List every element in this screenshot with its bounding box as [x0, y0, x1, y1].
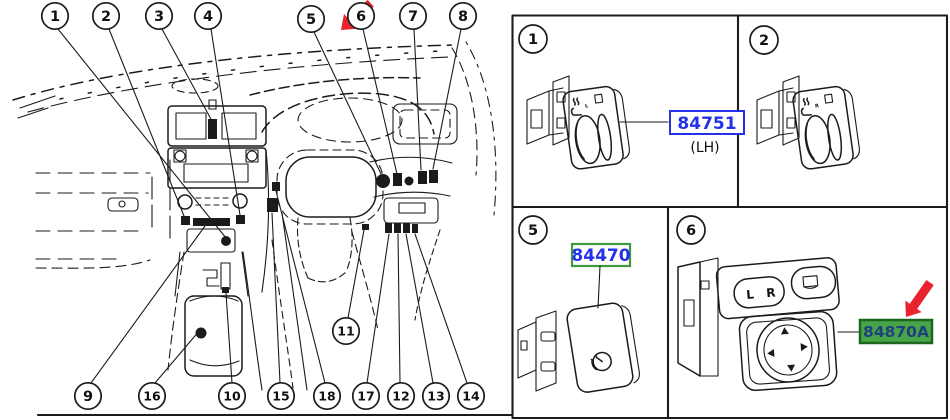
part-link-84870A[interactable]: 84870A: [858, 318, 934, 345]
red-arrow-panel6: [905, 280, 934, 317]
svg-text:17: 17: [357, 389, 374, 404]
callout-17: 17: [351, 381, 381, 411]
switch-blank-18: [272, 182, 280, 191]
cruise-icon: [590, 351, 612, 372]
svg-text:18: 18: [318, 389, 335, 404]
callout-12: 12: [386, 381, 416, 411]
callout-7: 7: [398, 1, 428, 31]
svg-text:6: 6: [356, 9, 366, 25]
svg-text:84870A: 84870A: [863, 323, 929, 341]
svg-text:7: 7: [408, 9, 418, 25]
callouts: 1 2 3 4 5 6 7 8 9 16 10 15 18 11 17 12 1…: [40, 1, 486, 411]
switch-blank-14: [412, 224, 418, 233]
panel-1: 1 L 84751 (LH): [518, 24, 745, 170]
slot-strip-9: [193, 218, 230, 226]
switch-blank-15: [267, 198, 278, 212]
switch-blank-2: [181, 216, 190, 225]
svg-text:11: 11: [337, 324, 354, 339]
callout-1: 1: [40, 1, 70, 31]
switch-blank-4: [236, 215, 245, 224]
switch-blank-11: [362, 224, 369, 230]
panel-6: 6 L R: [676, 215, 934, 392]
switch-blank-7: [418, 171, 427, 184]
svg-text:R: R: [766, 285, 776, 300]
svg-text:1: 1: [50, 9, 60, 25]
dashboard-line-art: [12, 41, 497, 391]
svg-text:13: 13: [427, 389, 444, 404]
callout-13: 13: [421, 381, 451, 411]
switch-blank-10: [222, 287, 229, 293]
switch-dot-1: [221, 236, 231, 246]
svg-text:1: 1: [528, 32, 538, 48]
callout-16: 16: [137, 381, 167, 411]
svg-text:8: 8: [458, 9, 468, 25]
callout-18: 18: [312, 381, 342, 411]
svg-text:L: L: [746, 287, 755, 302]
switch-dot-16: [195, 327, 207, 339]
svg-text:2: 2: [759, 33, 769, 49]
panel-5: 5 84470: [517, 215, 640, 393]
callout-3: 3: [144, 1, 174, 31]
callout-8: 8: [448, 1, 478, 31]
part-link-84470[interactable]: 84470: [570, 242, 632, 268]
switch-knob-5: [376, 174, 390, 188]
svg-text:L: L: [585, 103, 590, 109]
mirror-fold-icon: [802, 275, 819, 289]
cruise-switch: [517, 302, 640, 393]
panel-1-number: 1: [518, 24, 548, 54]
seat-heater-switch-lh: L: [526, 75, 669, 170]
panel-6-number: 6: [676, 215, 706, 245]
svg-text:3: 3: [154, 9, 164, 25]
callout-14: 14: [456, 381, 486, 411]
switch-dot: [404, 176, 414, 186]
svg-text:84470: 84470: [571, 246, 630, 266]
part-link-84751[interactable]: 84751 (LH): [669, 110, 745, 156]
callout-9: 9: [73, 381, 103, 411]
seat-heat-icon: [800, 97, 812, 116]
panel-2: 2 R: [749, 25, 860, 170]
svg-text:15: 15: [272, 389, 289, 404]
panel-2-number: 2: [749, 25, 779, 55]
svg-text:84751: 84751: [677, 114, 736, 134]
svg-text:5: 5: [528, 223, 538, 239]
svg-text:R: R: [815, 103, 820, 109]
switch-blank-3: [208, 119, 217, 139]
callout-10: 10: [217, 381, 247, 411]
detail-grid: [511, 14, 949, 420]
callout-2: 2: [91, 1, 121, 31]
svg-text:10: 10: [223, 389, 241, 404]
callout-5: 5: [296, 4, 326, 34]
callout-4: 4: [193, 1, 223, 31]
switch-blank-8: [429, 170, 438, 183]
svg-text:9: 9: [83, 389, 93, 405]
panel-5-number: 5: [518, 215, 548, 245]
mirror-switch: L R: [677, 257, 860, 392]
switch-blank-13: [403, 223, 410, 233]
seat-heat-icon: [570, 97, 582, 116]
svg-text:14: 14: [462, 389, 480, 404]
switch-blank-6: [393, 173, 402, 186]
svg-text:6: 6: [686, 223, 696, 239]
callout-leader-lines: [57, 28, 468, 384]
svg-text:12: 12: [392, 389, 409, 404]
svg-text:16: 16: [143, 389, 161, 404]
svg-text:2: 2: [101, 9, 111, 25]
callout-15: 15: [266, 381, 296, 411]
callout-6: 6: [346, 1, 376, 31]
switch-blank-12: [394, 223, 401, 233]
svg-text:5: 5: [306, 12, 316, 28]
switch-blank-17: [385, 223, 392, 233]
svg-text:4: 4: [203, 9, 213, 25]
part-note-lh: (LH): [690, 140, 719, 156]
callout-11: 11: [331, 316, 361, 346]
seat-heater-switch-rh: R: [756, 75, 860, 170]
